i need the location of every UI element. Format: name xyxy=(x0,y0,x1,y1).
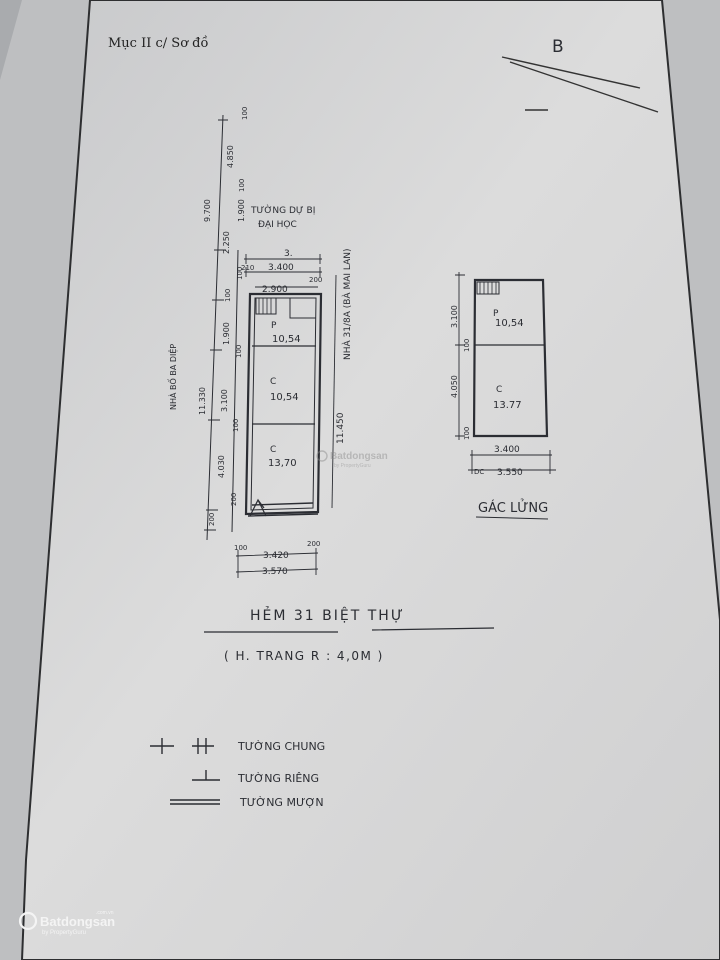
section-heading: Mục II c/ Sơ đồ xyxy=(108,35,208,51)
room-1-code: P xyxy=(271,321,277,331)
dim-left-2: 100 xyxy=(238,179,246,192)
wc-wall xyxy=(289,298,316,319)
main-plan-inner-wall xyxy=(250,297,317,511)
dim-left-0: 100 xyxy=(241,107,249,120)
dim-bottom-w1: 3.420 xyxy=(263,551,289,561)
dim-left-13: 4.030 xyxy=(217,455,226,478)
legend-symbol-borrowed-wall xyxy=(170,799,220,805)
mezz-room-1-area: 10,54 xyxy=(495,318,524,329)
left-neighbor-label: NHÀ BỐ BA DIỆP xyxy=(166,344,179,410)
dim-left-3: 1.900 xyxy=(237,199,246,222)
dim-left-1: 4.850 xyxy=(226,145,235,168)
bottom-dim-lines xyxy=(235,552,319,573)
corner-mark: B xyxy=(552,37,564,57)
room-1-area: 10,54 xyxy=(272,334,301,345)
dim-bottom-right: 200 xyxy=(307,540,320,548)
legend xyxy=(150,738,220,805)
corner-strokes xyxy=(501,56,659,113)
street-name: HẺM 31 BIỆT THỰ xyxy=(250,606,405,624)
staircase xyxy=(255,297,277,315)
dim-left-9: 100 xyxy=(235,345,243,358)
dim-left-14: 200 xyxy=(230,493,238,506)
dim-left-11: 11.330 xyxy=(198,387,207,415)
mezz-dim-w2-prefix: DC xyxy=(474,468,484,476)
mezz-dim-v4: 100 xyxy=(463,427,471,440)
top-neighbor-label-2: ĐẠI HỌC xyxy=(258,220,297,230)
dim-top-w1: 3. xyxy=(284,249,293,259)
mezz-bottom-dim-lines xyxy=(468,454,556,471)
mezz-room-1-code: P xyxy=(493,309,499,319)
corner-watermark: Batdongsan by PropertyGuru .com.vn xyxy=(18,910,115,936)
mezzanine-title: GÁC LỬNG xyxy=(478,499,548,516)
mezz-room-2-code: C xyxy=(496,385,502,395)
corner-watermark-sub: by PropertyGuru xyxy=(42,930,86,936)
mezz-title-underline xyxy=(475,516,549,520)
center-watermark: Batdongsan by PropertyGuru xyxy=(316,450,388,469)
right-neighbor-label: NHÀ 31/8A (BÀ MAI LAN) xyxy=(341,248,353,360)
legend-borrowed-wall-label: TƯỜNG MƯỢN xyxy=(239,796,324,809)
dim-right-vertical: 11.450 xyxy=(336,412,346,444)
dim-bottom-left: 100 xyxy=(234,544,247,552)
mezz-dim-w1: 3.400 xyxy=(494,445,520,455)
dim-top-w2: 3.400 xyxy=(268,263,294,273)
main-plan-outline xyxy=(244,292,323,516)
mezzanine-plan xyxy=(455,272,556,520)
dim-left-12: 100 xyxy=(232,419,240,432)
legend-common-wall-label: TƯỜNG CHUNG xyxy=(237,740,325,753)
dim-bottom-w2: 3.570 xyxy=(262,567,288,577)
main-floor-plan xyxy=(204,114,337,578)
dim-left-10: 3.100 xyxy=(220,389,229,412)
dim-left-5: 9.700 xyxy=(203,199,212,222)
left-dim-line-2 xyxy=(231,249,239,533)
dim-top-w3: 2.900 xyxy=(262,285,288,295)
mezz-dim-v3: 4.050 xyxy=(450,375,459,398)
center-watermark-sub: by PropertyGuru xyxy=(334,463,371,469)
room-2-code: C xyxy=(270,377,276,387)
corner-watermark-text: Batdongsan xyxy=(40,914,115,929)
room-2-area: 10,54 xyxy=(270,392,299,403)
legend-private-wall-label: TƯỜNG RIÊNG xyxy=(237,772,319,785)
left-dim-line xyxy=(206,114,224,541)
left-dim-labels: 100 4.850 100 1.900 2.250 9.700 100 100 … xyxy=(198,107,249,526)
dim-left-15: 200 xyxy=(208,513,216,526)
mezz-room-2-area: 13.77 xyxy=(493,400,522,411)
legend-symbol-common-wall xyxy=(150,738,214,754)
dim-top-side-2: 200 xyxy=(309,276,322,284)
room-3-area: 13,70 xyxy=(268,458,297,469)
center-watermark-text: Batdongsan xyxy=(330,451,388,462)
mezzanine-outline xyxy=(472,278,549,438)
top-dim-lines xyxy=(244,258,322,288)
legend-symbol-private-wall xyxy=(192,770,220,781)
mezz-dim-v1: 3.100 xyxy=(450,305,459,328)
dim-left-7: 100 xyxy=(224,289,232,302)
mezz-dim-v2: 100 xyxy=(463,339,471,352)
dim-left-8: 1.900 xyxy=(222,322,231,345)
street-width-note: ( H. TRANG R : 4,0M ) xyxy=(224,649,384,663)
door-swing xyxy=(249,498,267,517)
dim-top-side: 210 xyxy=(241,264,254,272)
paper-page xyxy=(20,0,720,960)
right-dim-line xyxy=(331,274,337,509)
dim-left-6: 100 xyxy=(236,267,244,280)
corner-watermark-tag: .com.vn xyxy=(96,910,114,916)
room-3-code: C xyxy=(270,445,276,455)
top-neighbor-label: TƯỜNG DỰ BỊ xyxy=(250,204,315,216)
street-underline xyxy=(204,627,495,633)
dim-left-4: 2.250 xyxy=(222,231,231,254)
mezz-dim-w2: 3.550 xyxy=(497,468,523,478)
